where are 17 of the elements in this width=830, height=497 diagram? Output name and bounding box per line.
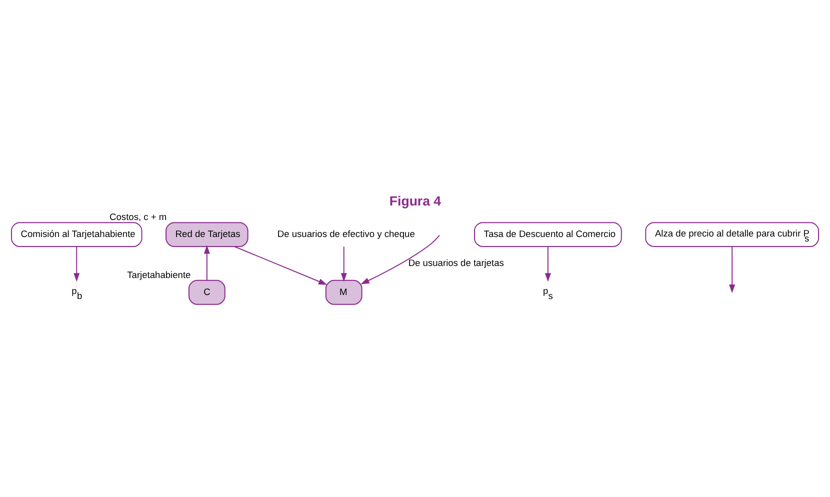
diagram-title: Figura 4 [389,193,442,208]
arrow [340,246,347,282]
edge-label: De usuarios de tarjetas [408,258,504,268]
node-label: Tarjetahabiente [127,270,191,280]
arrow [360,234,440,284]
arrow [544,246,551,282]
node-box: M [325,280,362,305]
node-box: Tasa de Descuento al Comercio [474,222,622,247]
node-box: C [188,280,226,305]
node-text: De usuarios de efectivo y cheque [277,229,415,239]
arrow [729,246,736,294]
arrow [204,245,210,281]
node-box: Red de Tarjetas [166,222,248,247]
node-box: Comisión al Tarjetahabiente [10,222,142,247]
arrow [234,246,328,285]
arrow [74,246,80,282]
node-label: Costos, c + m [110,212,167,222]
